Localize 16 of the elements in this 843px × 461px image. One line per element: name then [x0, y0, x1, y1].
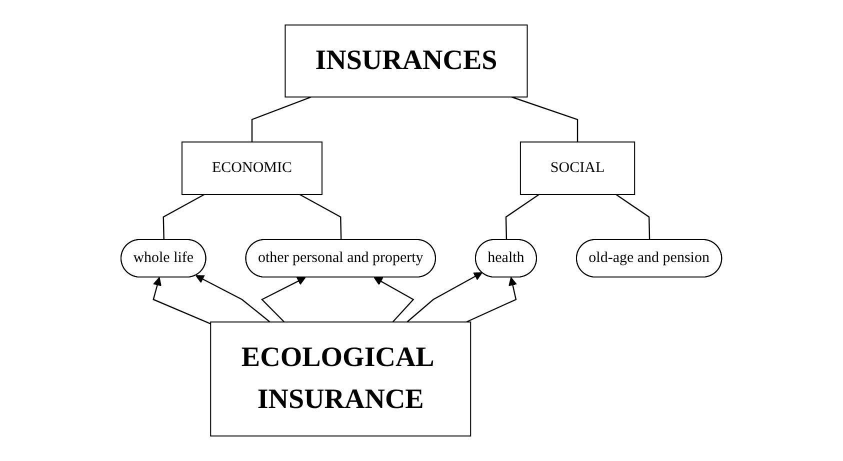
connector	[512, 96, 578, 142]
connector	[506, 194, 540, 240]
node-box: ECOLOGICAL INSURANCE	[210, 322, 472, 436]
arrow	[261, 277, 306, 322]
node-box: INSURANCES	[284, 24, 528, 98]
connector	[300, 194, 342, 240]
arrow	[152, 277, 212, 324]
arrow	[406, 272, 483, 322]
connector	[616, 194, 650, 240]
arrow	[466, 277, 518, 323]
arrow	[374, 277, 414, 322]
arrow	[196, 275, 270, 322]
connector	[252, 96, 312, 142]
node-box: ECONOMIC	[182, 142, 323, 195]
connector	[162, 194, 205, 240]
node-box: SOCIAL	[520, 142, 636, 195]
